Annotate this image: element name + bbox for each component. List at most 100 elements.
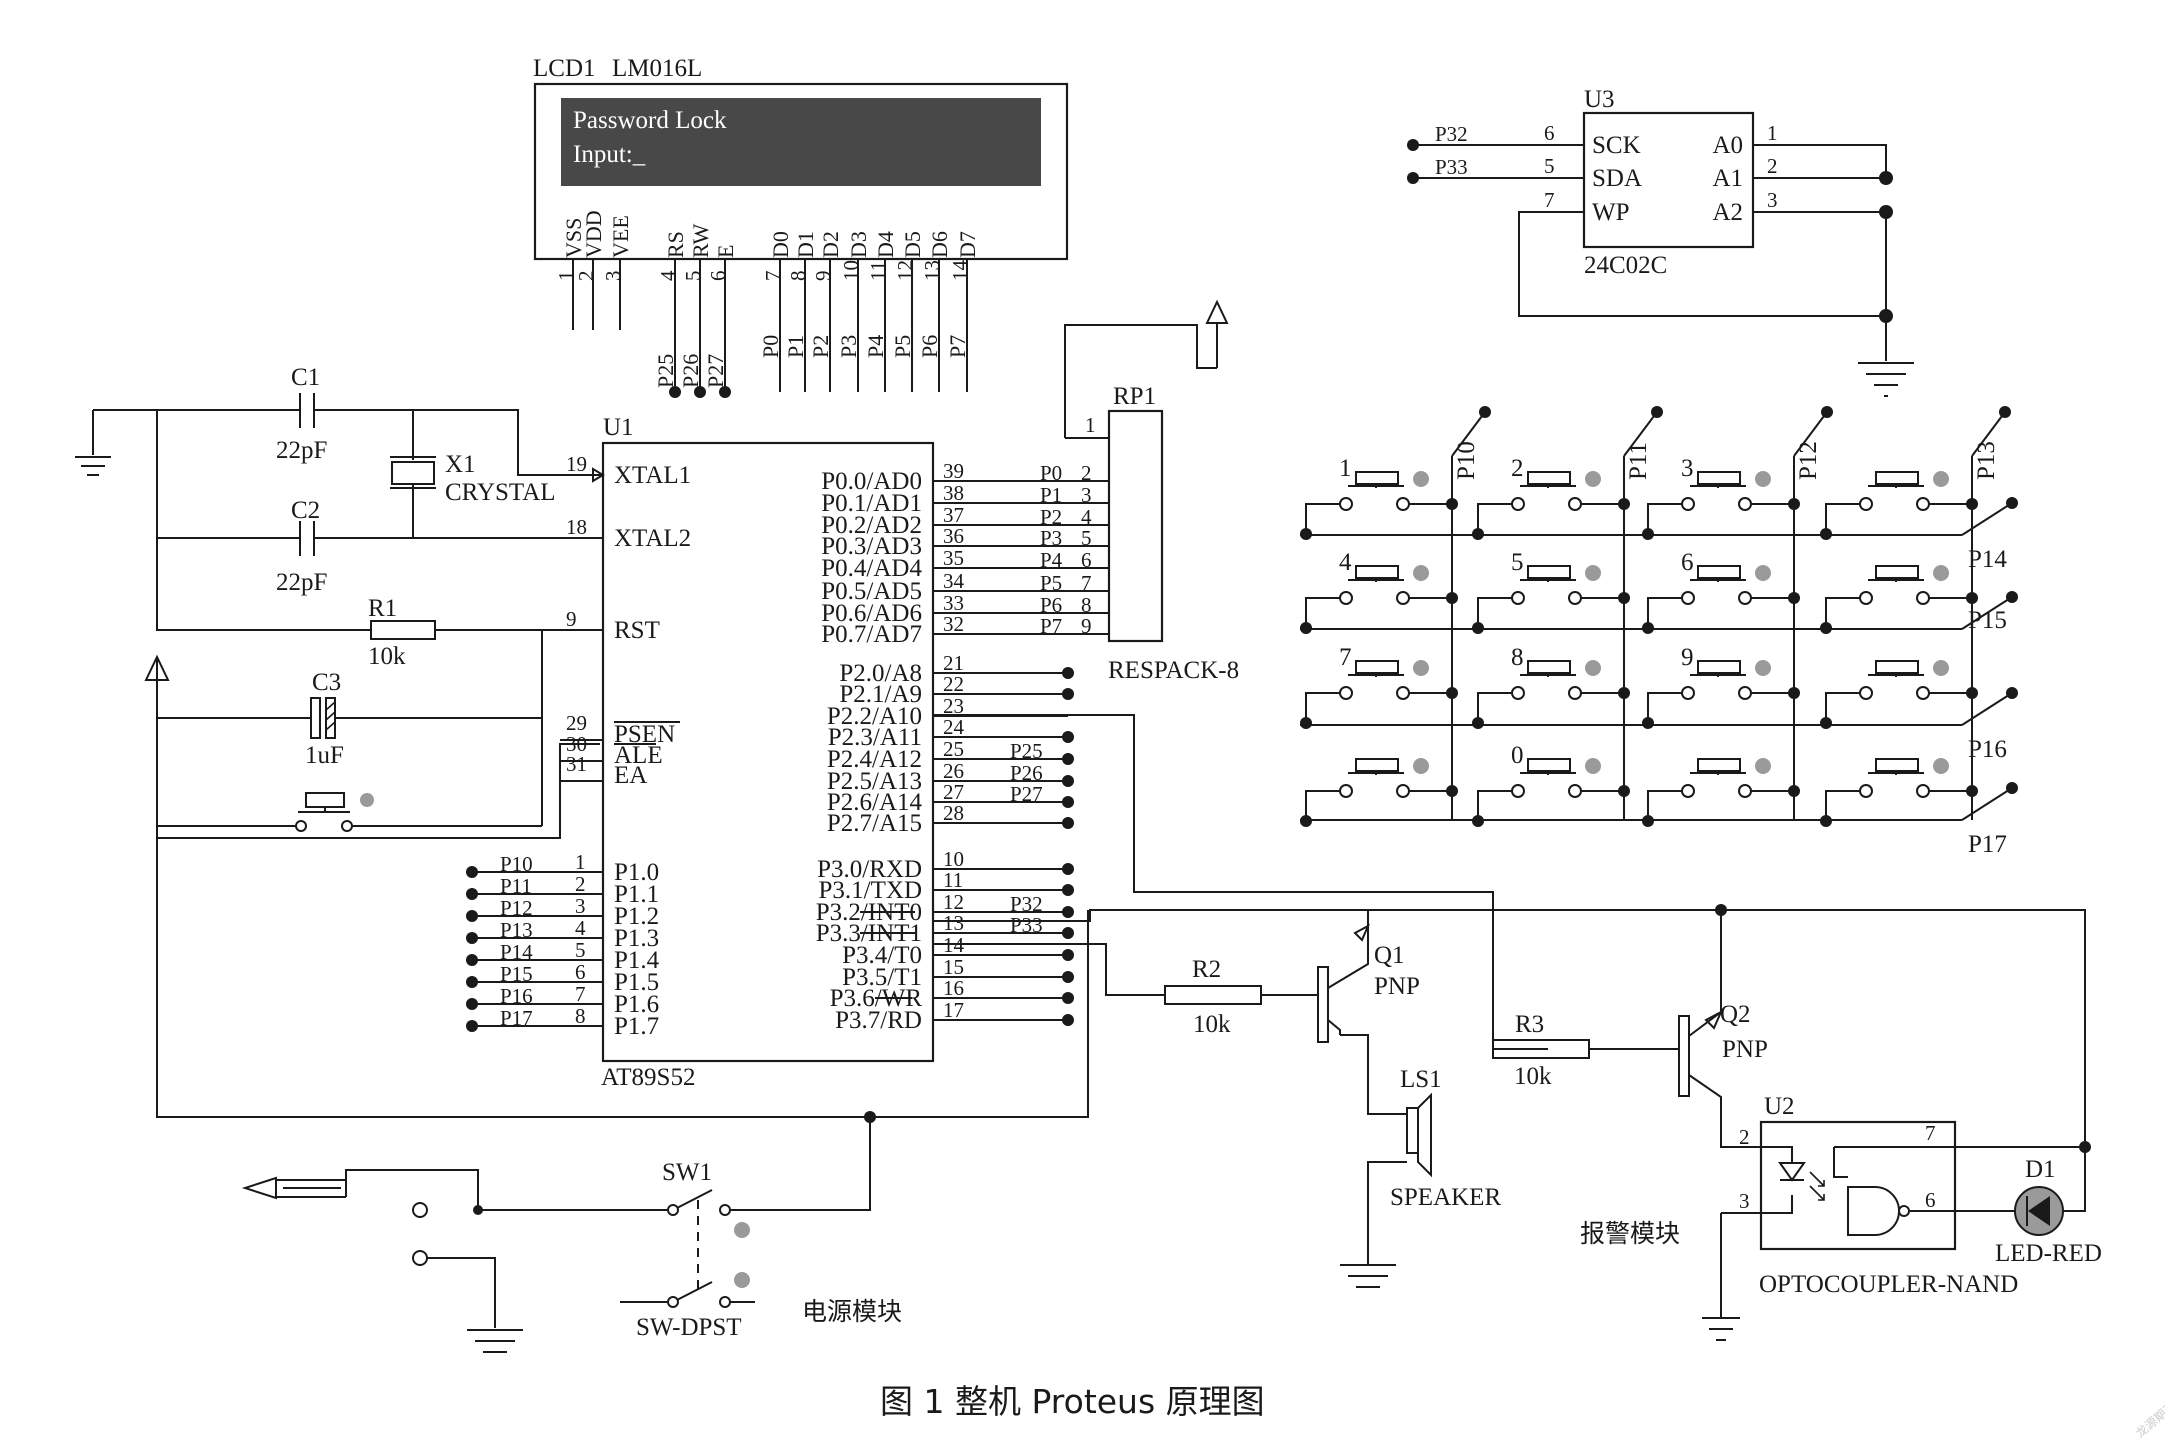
mcu-p1-pin-number: 6 — [575, 960, 586, 984]
lcd-control-net: P25 — [653, 354, 678, 388]
key-junction — [1446, 592, 1458, 604]
lcd-pin-number: 13 — [920, 260, 944, 281]
eeprom-right-pin-number: 3 — [1767, 188, 1778, 212]
key-cap — [1875, 758, 1919, 772]
key-cap — [1355, 660, 1399, 674]
key-row-junction — [1472, 717, 1484, 729]
mcu-p1-pin-number: 3 — [575, 894, 586, 918]
key-cap — [1697, 471, 1741, 485]
key-cap — [1697, 565, 1741, 579]
eeprom-ref: U3 — [1584, 86, 1615, 113]
lcd-pin-number: 4 — [656, 270, 680, 281]
key-cap — [1875, 660, 1919, 674]
respack-pin-number: 7 — [1081, 571, 1092, 595]
key-contact — [1859, 686, 1873, 700]
mcu-left-pin-number: 9 — [566, 607, 577, 631]
key-contact — [1859, 591, 1873, 605]
eeprom-left-junction — [1407, 172, 1419, 184]
r3-ref: R3 — [1515, 1011, 1544, 1038]
alarm-speaker-driver: R2 10k Q1 PNP LS1 SPEAKER — [933, 909, 1501, 1288]
key-cap — [1875, 565, 1919, 579]
mcu-p1-junction — [466, 976, 478, 988]
keypad-row-terminal — [2006, 591, 2018, 603]
key-junction — [1966, 687, 1978, 699]
key-actuator — [1520, 578, 1576, 582]
respack-ref: RP1 — [1113, 383, 1156, 410]
key-junction — [1788, 498, 1800, 510]
key-row-junction — [1820, 815, 1832, 827]
key-cap — [1527, 471, 1571, 485]
key-cap — [1355, 471, 1399, 485]
mcu-right-junction — [1062, 1014, 1074, 1026]
lcd-pin-name: D1 — [793, 231, 818, 258]
key-contact — [1396, 497, 1410, 511]
key-state-icon — [1413, 565, 1429, 581]
lcd-data-net: P6 — [917, 335, 942, 358]
mcu-right-pin-name: P0.6/AD6 — [821, 600, 922, 627]
mcu-right-pin-name: P2.7/A15 — [827, 810, 922, 837]
c2-value: 22pF — [276, 569, 327, 596]
mcu-p1-pin-number: 8 — [575, 1004, 586, 1028]
mcu-p0-net: P1 — [1040, 483, 1062, 507]
mcu-p1-junction — [466, 954, 478, 966]
key-junction — [1788, 785, 1800, 797]
key-state-icon — [1933, 471, 1949, 487]
key-contact — [1511, 591, 1525, 605]
lcd-net-junction — [694, 386, 706, 398]
key-actuator — [1348, 673, 1404, 677]
opto-ref: U2 — [1764, 1093, 1795, 1120]
key-row-junction — [1642, 815, 1654, 827]
key-contact — [1738, 591, 1752, 605]
mcu-p1-pin-number: 5 — [575, 938, 586, 962]
keypad-row-terminal — [2006, 687, 2018, 699]
key-contact — [1568, 686, 1582, 700]
eeprom-left-pin-number: 7 — [1544, 188, 1555, 212]
keypad-col-terminal — [1999, 406, 2011, 418]
key-state-icon — [1755, 758, 1771, 774]
key-row-link — [1647, 790, 1682, 821]
active-low-overlines — [614, 721, 680, 745]
key-contact — [1738, 497, 1752, 511]
keypad-col-terminal — [1479, 406, 1491, 418]
respack-pin-number: 3 — [1081, 483, 1092, 507]
key-contact — [1339, 591, 1353, 605]
key-row-junction — [1820, 528, 1832, 540]
mcu-right-net: P25 — [1010, 739, 1043, 763]
mcu-right-pin-number: 15 — [943, 955, 964, 979]
eeprom-net: P32 — [1435, 122, 1468, 146]
mcu-left-pin-name: ALE — [614, 742, 663, 769]
mcu-right-junction — [1062, 927, 1074, 939]
r2-ref: R2 — [1192, 956, 1221, 983]
mcu-right-pin-name: P0.5/AD5 — [821, 578, 922, 605]
key-junction — [1618, 592, 1630, 604]
lcd-pin-name: RW — [688, 224, 713, 258]
key-state-icon — [1585, 758, 1601, 774]
mcu-p1-junction — [466, 888, 478, 900]
key-actuator — [1520, 771, 1576, 775]
mcu-right-pin-number: 28 — [943, 801, 964, 825]
key-state-icon — [1755, 471, 1771, 487]
key-actuator — [1868, 578, 1924, 582]
key-cap — [1527, 565, 1571, 579]
eeprom-part: 24C02C — [1584, 252, 1667, 279]
mcu-p1-junction — [466, 910, 478, 922]
mcu-right-pin-name: P0.4/AD4 — [821, 555, 922, 582]
key-junction — [1618, 785, 1630, 797]
key-row-junction — [1642, 717, 1654, 729]
eeprom-left-pin-number: 6 — [1544, 121, 1555, 145]
mcu-right-pin-name: P0.3/AD3 — [821, 533, 922, 560]
speaker-ref: LS1 — [1400, 1066, 1442, 1093]
mcu-right-pin-number: 11 — [943, 868, 963, 892]
mcu-right-pin-name: P2.3/A11 — [828, 724, 922, 751]
lcd-pin-name: E — [713, 245, 738, 258]
key-row-link — [1305, 790, 1340, 821]
opto-pin-6: 6 — [1925, 1188, 1936, 1212]
lcd-pin-name: RS — [663, 231, 688, 258]
mcu-right-pin-name: P2.2/A10 — [827, 703, 922, 730]
mcu-right-pin-number: 10 — [943, 847, 964, 871]
figure-caption: 图 1 整机 Proteus 原理图 — [880, 1382, 1265, 1421]
